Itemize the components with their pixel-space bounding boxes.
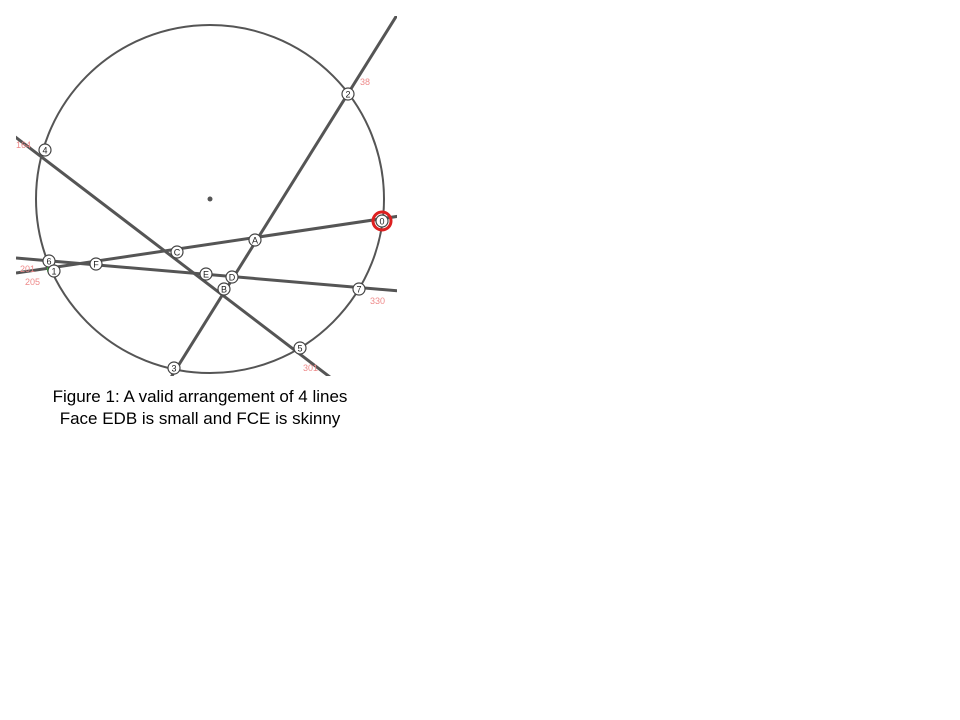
line-2-3 (170, 16, 397, 376)
circle-point-6-label: 6 (46, 257, 51, 267)
circle-point-5-label: 5 (297, 344, 302, 354)
unit-circle (35, 24, 385, 374)
circle-point-1-marker (47, 264, 61, 278)
circle-point-4-marker (38, 143, 52, 157)
circle-point-2[interactable]: 2 (341, 87, 355, 101)
intersection-A[interactable]: A (248, 233, 262, 247)
intersection-C[interactable]: C (170, 245, 184, 259)
circle-center (207, 196, 213, 202)
angle-label-1: 205 (25, 277, 40, 287)
intersection-D-marker (225, 270, 239, 284)
intersection-E-marker (199, 267, 213, 281)
circle-point-0-label: 0 (379, 217, 384, 227)
circle-point-0-marker (375, 214, 389, 228)
circle-point-7-label: 7 (356, 285, 361, 295)
figure-caption-line-1: Figure 1: A valid arrangement of 4 lines (52, 387, 348, 406)
intersection-A-marker (248, 233, 262, 247)
intersection-B[interactable]: B (217, 282, 231, 296)
circle-point-1[interactable]: 1 (47, 264, 61, 278)
angle-label-7: 330 (370, 296, 385, 306)
circle-point-4-label: 4 (42, 146, 47, 156)
figure-caption-line-2: Face EDB is small and FCE is skinny (59, 409, 341, 428)
line-4-5 (16, 135, 332, 376)
circle-point-3[interactable]: 3 (167, 361, 181, 375)
circle-point-3-label: 3 (171, 364, 176, 374)
circle-point-7-marker (352, 282, 366, 296)
intersection-F-label: F (93, 260, 99, 270)
angle-label-4: 164 (16, 140, 31, 150)
intersection-C-marker (170, 245, 184, 259)
intersection-B-label: B (221, 285, 227, 295)
intersection-D-label: D (229, 273, 236, 283)
line-arrangement-diagram: 0 2 4 61 3 5 7 A B C D E F 38 164 201 205 301 330 (16, 16, 397, 376)
circle-point-7[interactable]: 7 (352, 282, 366, 296)
circle-point-2-marker (341, 87, 355, 101)
intersection-B-marker (217, 282, 231, 296)
intersection-E-label: E (203, 270, 209, 280)
intersection-F[interactable]: F (89, 257, 103, 271)
angle-label-6: 201 (20, 264, 35, 274)
intersection-A-label: A (252, 236, 258, 246)
circle-point-3-marker (167, 361, 181, 375)
intersection-C-label: C (174, 248, 181, 258)
circle-point-2-label: 2 (345, 90, 350, 100)
selected-point-ring[interactable] (371, 210, 393, 232)
circle-point-5-marker (293, 341, 307, 355)
angle-label-5: 301 (303, 363, 318, 373)
intersection-D[interactable]: D (225, 270, 239, 284)
intersection-E[interactable]: E (199, 267, 213, 281)
intersection-F-marker (89, 257, 103, 271)
circle-point-0[interactable]: 0 (375, 214, 389, 228)
circle-point-4[interactable]: 4 (38, 143, 52, 157)
circle-point-1-label: 1 (51, 267, 56, 277)
angle-label-2: 38 (360, 77, 370, 87)
circle-point-5[interactable]: 5 (293, 341, 307, 355)
